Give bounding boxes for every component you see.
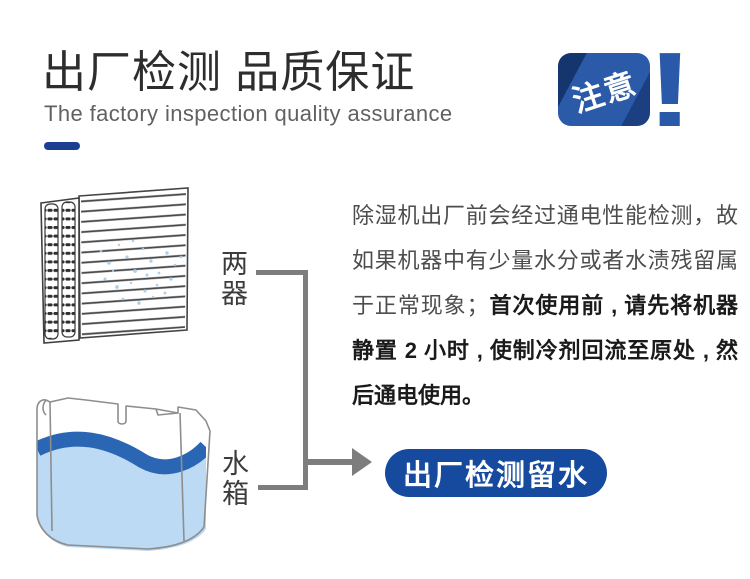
condenser-coil-icon xyxy=(40,187,189,344)
description-bold: 首次使用前 , 请先将机器静置 2 小时 , 使制冷剂回流至原处 , 然后通电使… xyxy=(352,293,738,408)
label-condenser: 两器 xyxy=(221,249,248,309)
water-speckles xyxy=(99,239,183,305)
notice-badge: 注意 xyxy=(558,53,650,126)
description-text: 除湿机出厂前会经过通电性能检测，故如果机器中有少量水分或者水渍残留属于正常现象；… xyxy=(352,193,738,418)
tank-outline xyxy=(36,397,211,550)
water-tank-icon xyxy=(36,397,211,551)
coil-column xyxy=(44,203,59,340)
connector-line-condenser xyxy=(256,270,308,275)
arrow-shaft xyxy=(308,459,352,465)
page-subtitle: The factory inspection quality assurance xyxy=(44,101,453,126)
water xyxy=(37,431,206,551)
arrow-right-icon xyxy=(352,448,372,476)
notice-badge-label: 注意 xyxy=(568,65,642,120)
coil-column xyxy=(61,201,76,338)
description-normal: 除湿机出厂前会经过通电性能检测，故如果机器中有少量水分或者水渍残留属于正常现象； xyxy=(352,203,738,318)
exclamation-icon: ! xyxy=(646,31,694,149)
label-tank: 水箱 xyxy=(222,449,249,509)
connector-line-vertical xyxy=(303,270,308,490)
accent-dash xyxy=(44,142,80,150)
result-pill-label: 出厂检测留水 xyxy=(402,460,589,492)
connector-line-tank xyxy=(258,485,308,490)
fins xyxy=(81,190,186,336)
result-pill: 出厂检测留水 xyxy=(385,449,607,497)
page-title: 出厂检测 品质保证 xyxy=(42,48,416,97)
